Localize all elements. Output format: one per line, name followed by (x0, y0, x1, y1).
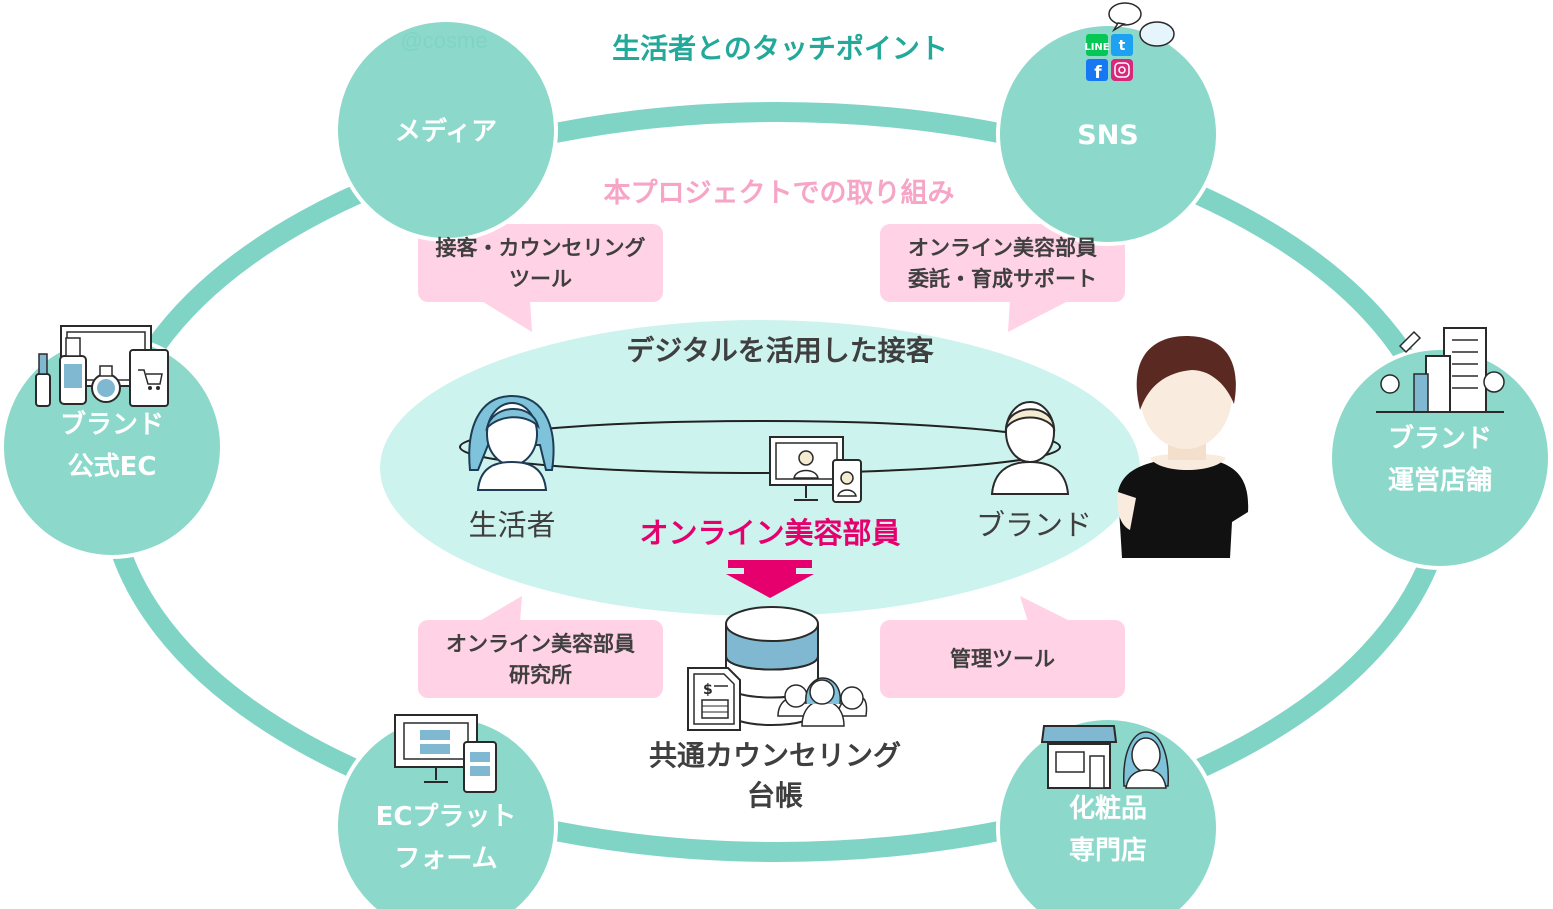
svg-text:LINE: LINE (1084, 42, 1109, 53)
ec-platform-label-line1: ECプラット (375, 802, 517, 832)
bubble-top-left (418, 224, 663, 332)
shop-staff-icon (1123, 731, 1169, 789)
node-media (334, 18, 558, 242)
bubble-top-right-text: オンライン美容部員 委託・育成サポート (880, 233, 1125, 295)
beauty-advisor-illustration (1117, 336, 1249, 558)
ec-platform-label: ECプラット フォーム (346, 796, 546, 880)
svg-text:t: t (1119, 38, 1126, 54)
sns-icons: LINE t f (1084, 2, 1175, 83)
ec-platform-devices-icon (394, 714, 497, 793)
svg-text:$: $ (703, 682, 713, 698)
bubble-top-left-text: 接客・カウンセリング ツール (418, 233, 663, 295)
media-label: メディア (395, 116, 497, 147)
video-call-icon (769, 436, 862, 503)
brand-ec-label-line1: ブランド (59, 410, 164, 440)
bubble-top-right-line1: オンライン美容部員 (908, 236, 1097, 260)
inner-ellipse (380, 320, 1140, 616)
cosmetics-bottles-icon (35, 337, 121, 407)
project-subtitle: 本プロジェクトでの取り組み (604, 177, 955, 209)
brand-label: ブランド (976, 508, 1092, 542)
shop-icon (1040, 725, 1118, 789)
ec-platform-label-line2: フォーム (394, 844, 498, 874)
down-arrow-icon (726, 560, 814, 598)
bubble-top-left-line1: 接客・カウンセリング (435, 236, 646, 260)
bubble-bottom-left-text: オンライン美容部員 研究所 (418, 629, 663, 691)
city-store-icon (1376, 327, 1505, 413)
brand-store-label: ブランド 運営店舗 (1340, 418, 1540, 502)
brand-staff-icon (990, 401, 1070, 495)
cosmetics-store-label-line1: 化粧品 (1068, 794, 1147, 824)
brand-ec-label-line2: 公式EC (67, 452, 157, 482)
cosmetics-store-label: 化粧品 専門店 (1008, 788, 1208, 872)
brand-store-label-line2: 運営店舗 (1387, 466, 1492, 496)
connection-ring (459, 420, 1061, 474)
svg-text:f: f (1094, 63, 1102, 83)
bubble-bottom-left-line2: 研究所 (509, 663, 572, 687)
bubble-bottom-right-text: 管理ツール (880, 644, 1125, 675)
bubble-top-left-line2: ツール (509, 267, 572, 291)
people-group-icon (777, 677, 868, 727)
bubble-bottom-left (418, 596, 663, 698)
node-sns (996, 22, 1220, 246)
online-beauty-advisor-label: オンライン美容部員 (639, 516, 900, 550)
bubble-bottom-right (880, 596, 1125, 698)
cosmetics-store-label-line2: 専門店 (1068, 836, 1147, 866)
diagram-title: 生活者とのタッチポイント (612, 32, 948, 65)
node-brand-store (1328, 346, 1552, 570)
ledger-label-line1: 共通カウンセリング (648, 739, 901, 772)
bubble-top-right-line2: 委託・育成サポート (908, 267, 1097, 291)
center-heading: デジタルを活用した接客 (626, 334, 934, 367)
sns-label: SNS (1077, 120, 1139, 151)
brand-store-label-line1: ブランド (1387, 424, 1492, 454)
consumer-icon (468, 394, 555, 491)
bubble-bottom-left-line1: オンライン美容部員 (446, 632, 635, 656)
document-icon: $ (687, 667, 741, 731)
shared-counseling-ledger-label: 共通カウンセリング 台帳 (620, 736, 930, 816)
bubble-bottom-right-line1: 管理ツール (950, 647, 1055, 671)
bubble-top-right (880, 224, 1125, 332)
consumer-label: 生活者 (468, 508, 555, 542)
ledger-label-line2: 台帳 (746, 779, 803, 812)
cosme-logo: @cosme (400, 28, 487, 53)
brand-ec-label: ブランド 公式EC (12, 404, 212, 488)
